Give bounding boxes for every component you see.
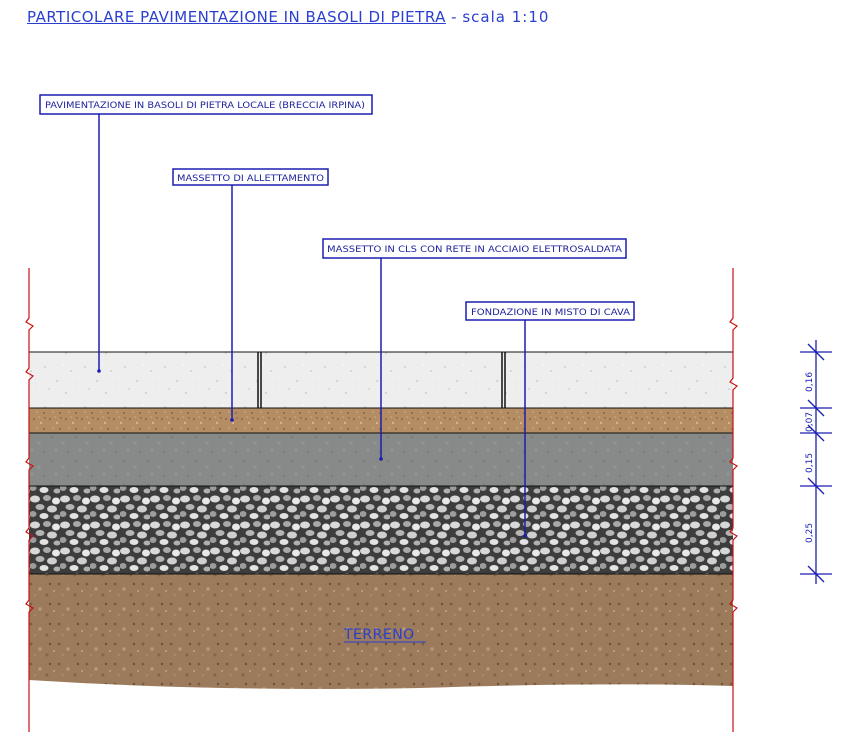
- callout-leaders: [98, 114, 526, 536]
- break-line-right: [729, 268, 738, 732]
- title-main: PARTICOLARE PAVIMENTAZIONE IN BASOLI DI …: [27, 8, 446, 26]
- callout-cls: MASSETTO IN CLS CON RETE IN ACCIAIO ELET…: [322, 238, 627, 259]
- callout-allettamento: MASSETTO DI ALLETTAMENTO: [172, 168, 329, 186]
- dimension-chain: [800, 340, 832, 584]
- dimension-bedding: 0,07: [805, 412, 815, 432]
- layer-gravel-foundation: [29, 486, 733, 574]
- dimension-stone: 0,16: [805, 372, 815, 392]
- callout-pavimentazione-text: PAVIMENTAZIONE IN BASOLI DI PIETRA LOCAL…: [45, 101, 365, 111]
- title-separator: -: [445, 8, 463, 26]
- drawing-title: PARTICOLARE PAVIMENTAZIONE IN BASOLI DI …: [27, 8, 549, 26]
- callout-pavimentazione: PAVIMENTAZIONE IN BASOLI DI PIETRA LOCAL…: [39, 94, 373, 115]
- callout-allettamento-text: MASSETTO DI ALLETTAMENTO: [177, 174, 324, 184]
- callout-fondazione-text: FONDAZIONE IN MISTO DI CAVA: [471, 308, 630, 318]
- dimension-concrete: 0,15: [805, 453, 815, 473]
- layer-soil: [29, 574, 733, 689]
- break-line-left: [25, 268, 34, 732]
- callout-dots: [97, 369, 527, 538]
- ground-label: TERRENO: [343, 627, 415, 643]
- title-scale: scala 1:10: [462, 8, 550, 26]
- dimension-gravel: 0,25: [805, 523, 815, 543]
- callout-cls-text: MASSETTO IN CLS CON RETE IN ACCIAIO ELET…: [327, 245, 622, 255]
- stone-joints: [257, 352, 506, 408]
- callout-fondazione: FONDAZIONE IN MISTO DI CAVA: [465, 301, 635, 321]
